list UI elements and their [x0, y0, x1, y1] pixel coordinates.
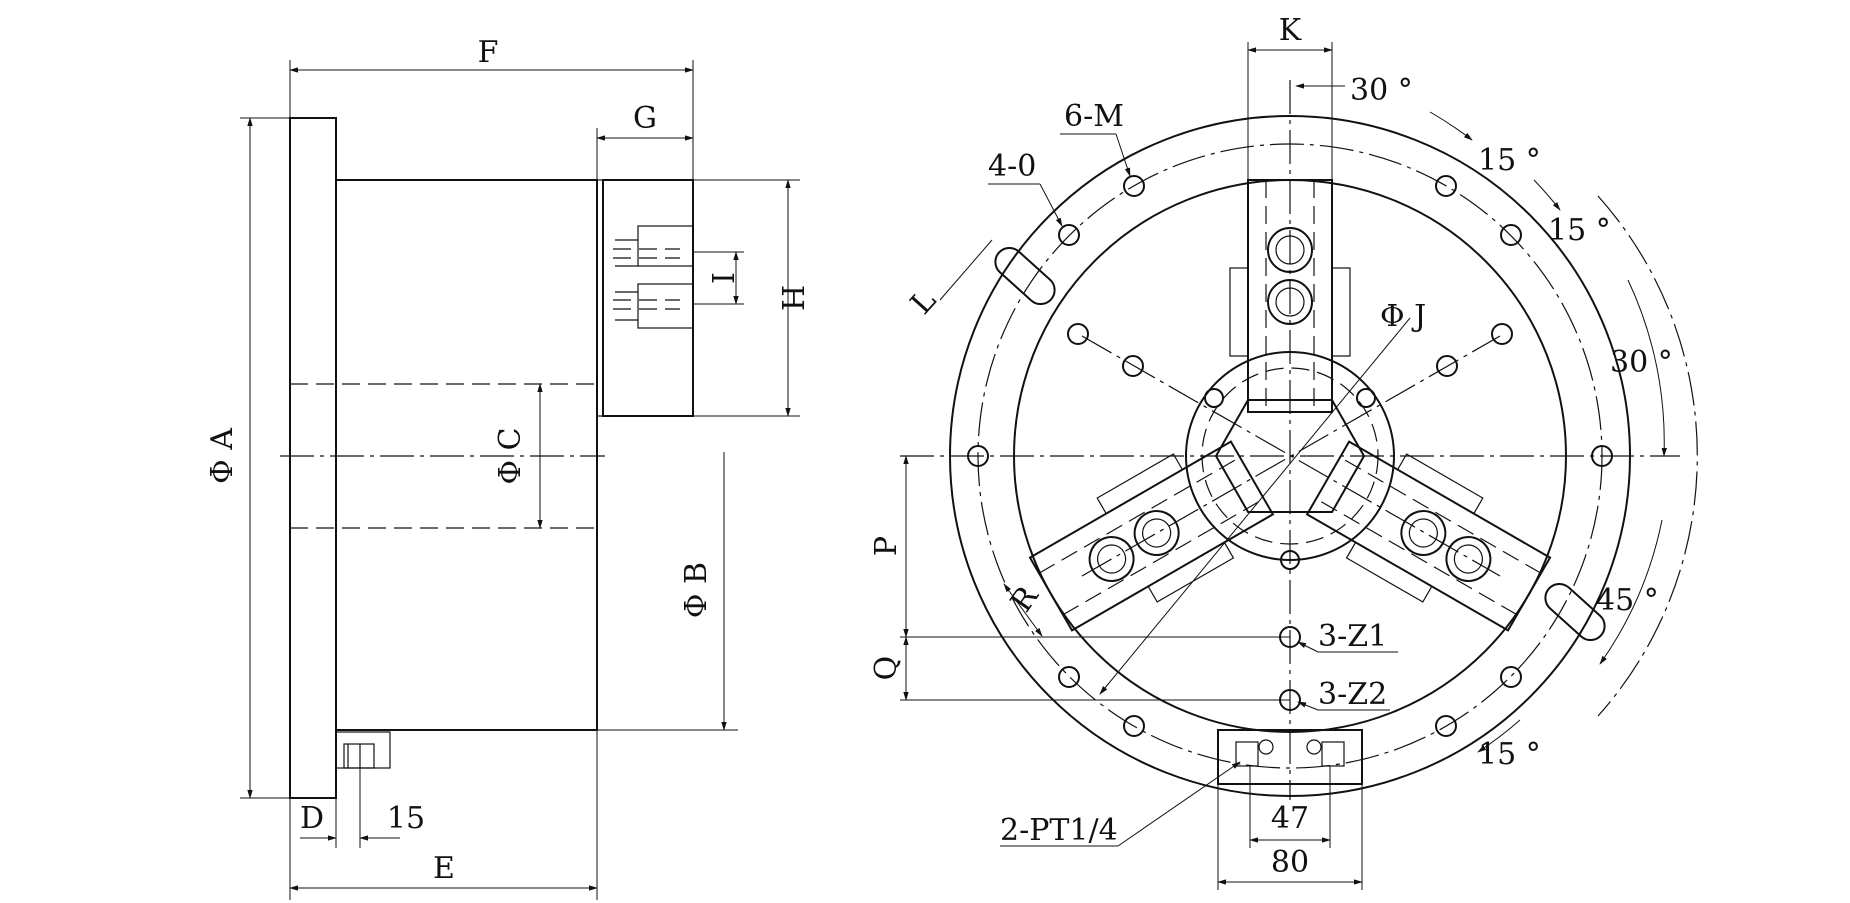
jaw-lower-right	[1305, 440, 1552, 632]
label-K: K	[1279, 13, 1302, 48]
label-3-Z1: 3-Z1	[1318, 619, 1387, 654]
side-port-lower	[637, 283, 694, 329]
label-H: H	[774, 285, 809, 311]
label-G: G	[633, 101, 657, 136]
label-15: 15	[387, 801, 425, 836]
label-Q: Q	[869, 656, 904, 681]
label-15-b: 15 °	[1548, 213, 1611, 248]
label-D: D	[300, 801, 324, 836]
label-F: F	[478, 35, 499, 70]
label-P: P	[869, 536, 904, 556]
label-phi-J: Φ J	[1380, 299, 1426, 334]
label-15-a: 15 °	[1478, 143, 1541, 178]
label-47: 47	[1271, 801, 1309, 836]
label-4-O: 4-0	[988, 149, 1036, 184]
front-view: K 30 ° 6-M 4-0 15 ° 15 ° L Φ J 30 ° P	[869, 13, 1698, 890]
side-flange	[289, 117, 337, 799]
label-L: L	[904, 283, 943, 321]
label-E: E	[433, 851, 455, 886]
label-30-right: 30 °	[1610, 345, 1673, 380]
label-15-c: 15 °	[1478, 737, 1541, 772]
label-2-PT1-4: 2-PT1/4	[1000, 813, 1118, 848]
side-joint-block	[602, 179, 694, 417]
label-phi-B: Φ B	[679, 562, 714, 618]
label-30-top: 30 °	[1350, 73, 1413, 108]
label-phi-A: Φ A	[205, 428, 240, 484]
label-R: R	[1004, 579, 1046, 619]
label-45: 45 °	[1596, 583, 1659, 618]
label-80: 80	[1271, 845, 1309, 880]
slot-lower-right	[1544, 582, 1606, 642]
label-phi-C: Φ C	[493, 427, 528, 484]
jaw-lower-left	[1028, 440, 1275, 632]
label-I: I	[704, 272, 739, 284]
front-hub	[1185, 351, 1395, 561]
side-view: F G H I Φ A Φ C Φ B D 15	[205, 35, 809, 900]
label-6-M: 6-M	[1064, 99, 1124, 134]
side-body	[335, 179, 598, 731]
side-port-upper	[637, 225, 694, 267]
front-joint-block	[1217, 729, 1363, 785]
label-3-Z2: 3-Z2	[1318, 677, 1387, 712]
slot-upper-left	[994, 246, 1056, 306]
jaw-top	[1229, 179, 1351, 413]
